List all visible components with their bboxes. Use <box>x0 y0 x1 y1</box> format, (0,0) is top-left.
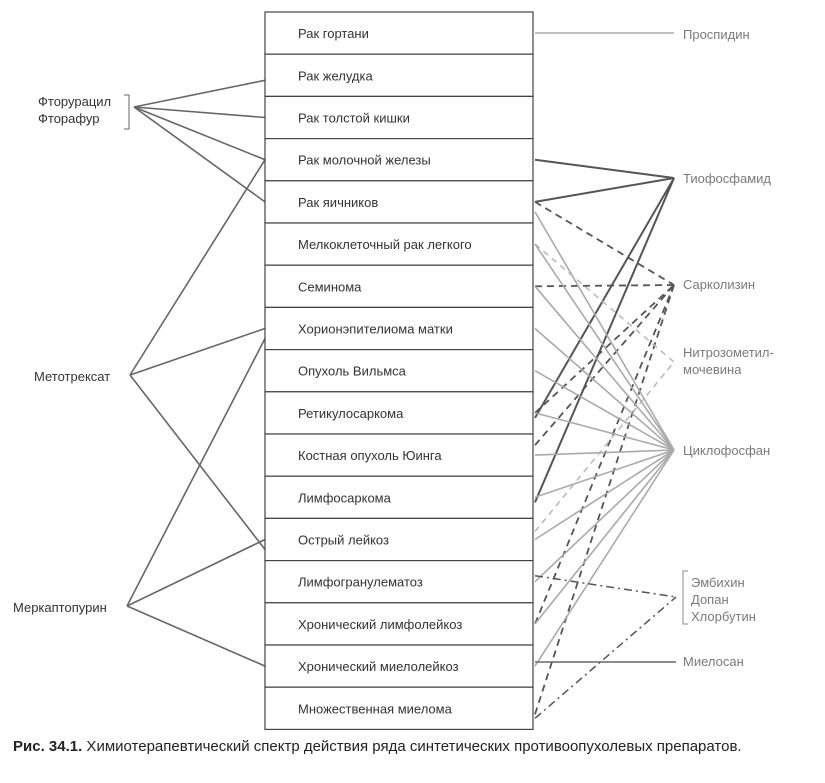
sarkolizin-link <box>534 284 675 446</box>
ciklofosfan-link <box>534 449 675 583</box>
metotreksat-link <box>129 374 266 550</box>
drug-prospidin: Проспидин <box>683 27 750 42</box>
ciklofosfan-link <box>534 449 675 456</box>
nitrozo-link <box>534 243 675 363</box>
disease-label: Рак гортани <box>298 26 369 41</box>
disease-label: Лимфосаркома <box>298 490 392 505</box>
ciklofosfan-link <box>534 243 675 451</box>
merkaptopurin-link <box>126 338 266 607</box>
tiofosfamid-link <box>534 177 675 419</box>
disease-label: Опухоль Вильмса <box>298 364 407 379</box>
caption-text: Химиотерапевтический спектр действия ряд… <box>82 738 742 755</box>
disease-box <box>264 602 534 646</box>
drug-mochevina: мочевина <box>683 362 742 377</box>
disease-label: Семинома <box>298 279 362 294</box>
ciklofosfan-link <box>534 449 675 541</box>
disease-box <box>264 391 534 435</box>
drug-hlorbutin: Хлорбутин <box>691 609 756 624</box>
disease-label: Рак желудка <box>298 68 373 83</box>
embihin-link <box>534 574 677 598</box>
drug-merkaptopurin: Меркаптопурин <box>13 600 107 615</box>
ftoruracil-link <box>133 106 266 119</box>
sarkolizin-link <box>534 284 675 288</box>
ciklofosfan-link <box>534 370 675 451</box>
disease-label: Мелкоклеточный рак легкого <box>298 237 472 252</box>
disease-label: Рак толстой кишки <box>298 111 410 126</box>
ciklofosfan-link <box>534 327 675 451</box>
drug-metotreksat: Метотрексат <box>34 369 110 384</box>
disease-box <box>264 95 534 140</box>
merkaptopurin-link <box>126 538 266 607</box>
drug-embihin: Эмбихин <box>691 575 745 590</box>
sarkolizin-link <box>534 284 675 414</box>
metotreksat-link <box>129 159 266 376</box>
disease-box <box>264 433 534 477</box>
disease-box <box>264 349 534 393</box>
disease-box <box>264 138 534 182</box>
disease-box <box>264 306 534 351</box>
drug-sarkolizin: Сарколизин <box>683 277 755 292</box>
disease-box <box>264 180 534 224</box>
disease-label: Рак яичников <box>298 195 378 210</box>
drug-ciklofosfan: Циклофосфан <box>683 443 770 458</box>
sarkolizin-link <box>534 284 675 715</box>
embihin-bracket <box>682 570 688 625</box>
drug-dopan: Допан <box>691 592 729 607</box>
tiofosfamid-link <box>534 158 675 179</box>
disease-label: Рак молочной железы <box>298 153 431 168</box>
ciklofosfan-link <box>534 211 675 451</box>
ftoruracil-link <box>133 106 266 161</box>
merkaptopurin-link <box>126 605 266 667</box>
disease-label: Хронический лимфолейкоз <box>298 617 462 632</box>
ciklofosfan-link <box>534 449 675 499</box>
disease-label: Острый лейкоз <box>298 533 389 548</box>
disease-label: Ретикулосаркома <box>298 406 404 421</box>
disease-label: Лимфогранулематоз <box>298 575 423 590</box>
drug-mielosan: Миелосан <box>683 654 744 669</box>
ftoruracil-link <box>133 106 266 203</box>
ciklofosfan-link <box>534 449 675 667</box>
drug-ftoruracil: Фторурацил <box>38 94 111 109</box>
disease-box <box>264 222 534 266</box>
sarkolizin-link <box>534 201 675 286</box>
ciklofosfan-link <box>534 449 675 625</box>
disease-box <box>264 264 534 309</box>
disease-box <box>264 644 534 688</box>
ciklofosfan-link <box>534 412 675 451</box>
tiofosfamid-link <box>534 177 675 503</box>
ftoruracil-bracket <box>124 94 130 130</box>
disease-label: Хорионэпителиома матки <box>298 322 453 337</box>
ciklofosfan-link <box>534 285 675 451</box>
connection-lines <box>126 32 677 719</box>
metotreksat-link <box>129 327 266 376</box>
nitrozo-link <box>534 361 675 532</box>
embihin-link <box>534 596 677 719</box>
drug-nitrozometil: Нитрозометил- <box>683 345 774 360</box>
disease-box <box>264 686 534 731</box>
disease-label: Множественная миелома <box>298 701 453 716</box>
disease-label: Хронический миелолейкоз <box>298 659 459 674</box>
tiofosfamid-link <box>534 177 675 203</box>
figure-caption: Рис. 34.1. Химиотерапевтический спектр д… <box>13 737 818 757</box>
disease-label: Костная опухоль Юинга <box>298 448 442 463</box>
drug-ftorafur: Фторафур <box>38 111 100 126</box>
disease-box <box>264 559 534 604</box>
ftoruracil-link <box>133 79 266 108</box>
drug-tiofosfamid: Тиофосфамид <box>683 171 771 186</box>
disease-box <box>264 517 534 562</box>
caption-number: Рис. 34.1. <box>13 738 83 755</box>
sarkolizin-link <box>534 284 675 625</box>
